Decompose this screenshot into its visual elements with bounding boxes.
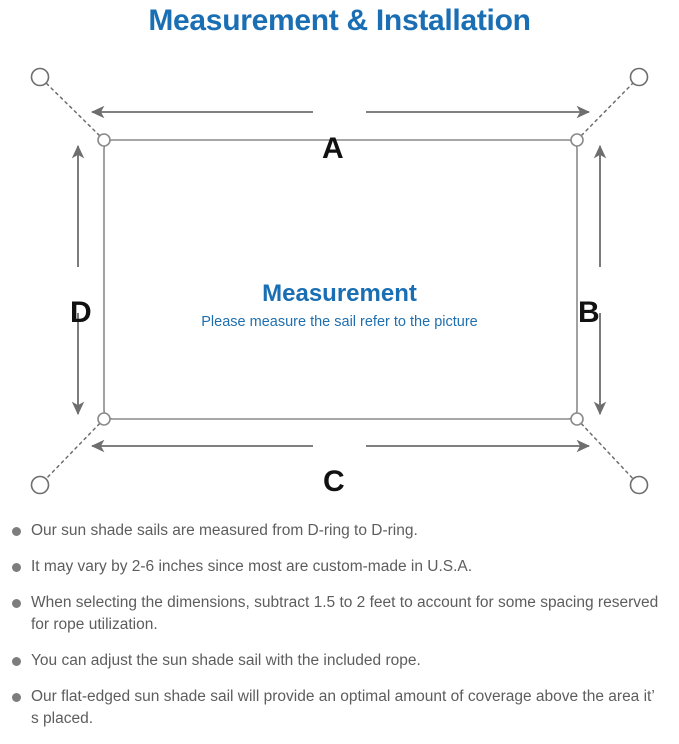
anchor-top-left-icon bbox=[30, 67, 50, 87]
dimension-label-d: D bbox=[70, 296, 92, 329]
d-ring-bottom-left-icon bbox=[97, 412, 111, 426]
rope-top-left bbox=[41, 78, 105, 141]
sail-diagram-svg bbox=[30, 67, 649, 495]
d-ring-top-left-icon bbox=[97, 133, 111, 147]
rope-bottom-left bbox=[41, 418, 105, 484]
bullet-icon bbox=[12, 657, 21, 666]
note-text: Our sun shade sails are measured from D-… bbox=[31, 522, 418, 539]
dimension-label-c: C bbox=[323, 465, 345, 498]
dimension-label-b: B bbox=[578, 296, 600, 329]
note-text: Our flat-edged sun shade sail will provi… bbox=[31, 688, 655, 727]
anchor-top-right-icon bbox=[629, 67, 649, 87]
list-item: It may vary by 2-6 inches since most are… bbox=[0, 556, 679, 578]
anchor-bottom-left-icon bbox=[30, 475, 50, 495]
d-ring-top-right-icon bbox=[570, 133, 584, 147]
sail-diagram: A B C D Measurement Please measure the s… bbox=[0, 40, 679, 510]
sail-body bbox=[103, 139, 578, 420]
anchor-bottom-right-icon bbox=[629, 475, 649, 495]
notes-list: Our sun shade sails are measured from D-… bbox=[0, 520, 679, 744]
sail-heading: Measurement bbox=[262, 280, 417, 307]
sail-subheading: Please measure the sail refer to the pic… bbox=[201, 314, 478, 330]
list-item: When selecting the dimensions, subtract … bbox=[0, 592, 679, 636]
bullet-icon bbox=[12, 599, 21, 608]
page-title: Measurement & Installation bbox=[148, 4, 531, 37]
list-item: Our flat-edged sun shade sail will provi… bbox=[0, 686, 679, 730]
note-text: It may vary by 2-6 inches since most are… bbox=[31, 558, 473, 575]
bullet-icon bbox=[12, 563, 21, 572]
rope-bottom-right bbox=[576, 418, 638, 484]
note-text: When selecting the dimensions, subtract … bbox=[31, 594, 659, 633]
rope-top-right bbox=[576, 78, 638, 141]
list-item: You can adjust the sun shade sail with t… bbox=[0, 650, 679, 672]
bullet-icon bbox=[12, 527, 21, 536]
d-ring-bottom-right-icon bbox=[570, 412, 584, 426]
dimension-label-a: A bbox=[322, 132, 344, 165]
note-text: You can adjust the sun shade sail with t… bbox=[31, 652, 421, 669]
bullet-icon bbox=[12, 693, 21, 702]
list-item: Our sun shade sails are measured from D-… bbox=[0, 520, 679, 542]
